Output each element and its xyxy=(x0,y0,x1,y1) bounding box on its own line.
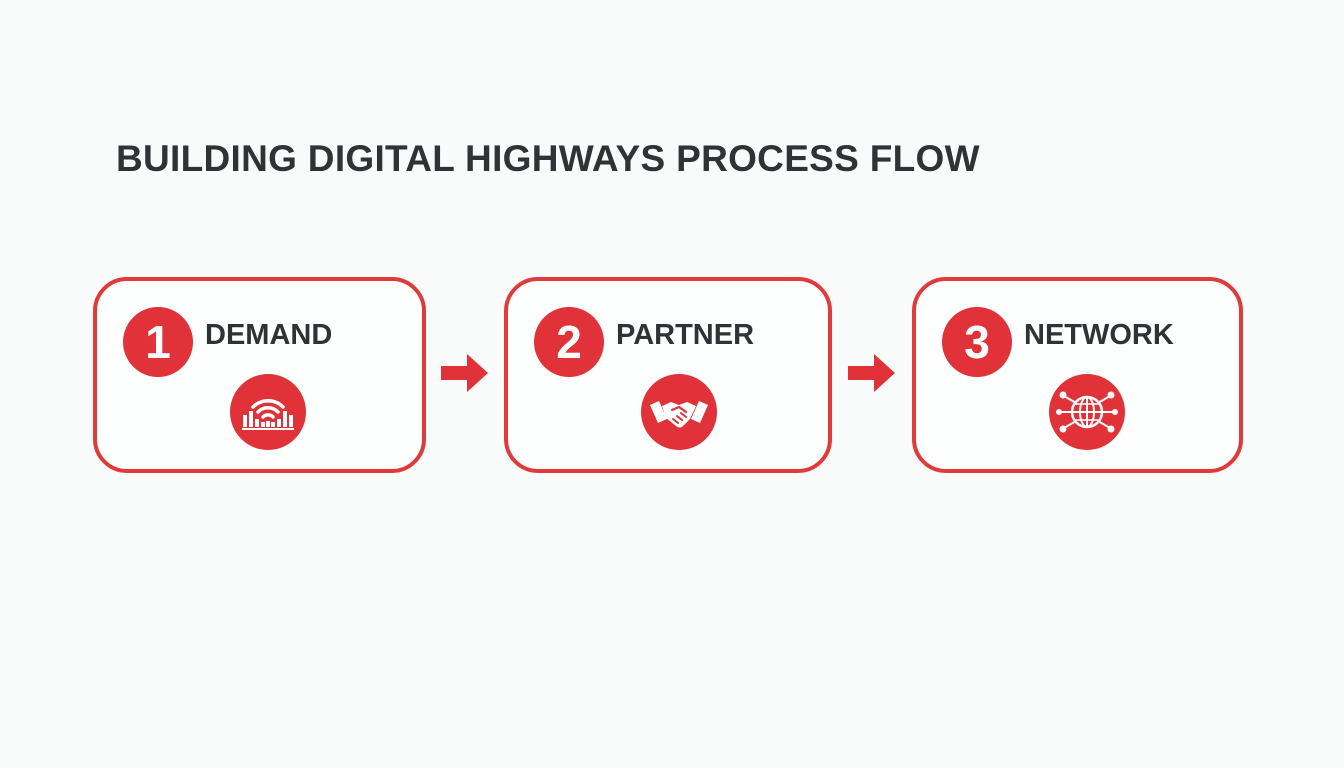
globe-network-icon xyxy=(1049,374,1125,450)
handshake-icon xyxy=(641,374,717,450)
step-number-badge: 2 xyxy=(534,307,604,377)
flow-arrow xyxy=(848,351,896,395)
step-number-badge: 3 xyxy=(942,307,1012,377)
step-label: NETWORK xyxy=(1024,319,1174,351)
flow-arrow xyxy=(441,351,489,395)
step-network: 3 NETWORK xyxy=(912,277,1243,473)
step-number-badge: 1 xyxy=(123,307,193,377)
step-partner: 2 PARTNER xyxy=(504,277,832,473)
signal-bars-icon xyxy=(230,374,306,450)
step-demand: 1 DEMAND xyxy=(93,277,426,473)
step-label: DEMAND xyxy=(205,319,333,351)
step-label: PARTNER xyxy=(616,319,755,351)
page-title: BUILDING DIGITAL HIGHWAYS PROCESS FLOW xyxy=(116,138,980,179)
